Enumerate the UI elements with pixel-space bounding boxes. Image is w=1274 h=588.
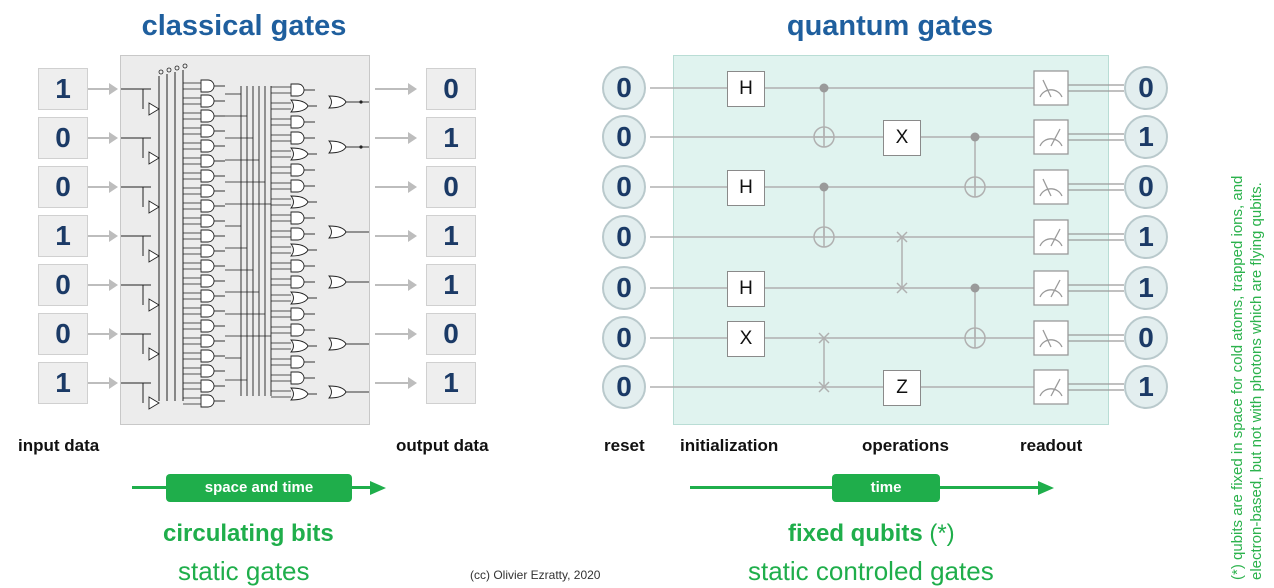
control-dot xyxy=(970,132,980,142)
result-bit: 1 xyxy=(1124,266,1168,310)
fixed-qubits-text: fixed qubits xyxy=(788,520,923,547)
time-label: time xyxy=(832,474,940,502)
output-arrow xyxy=(375,181,417,193)
control-dot xyxy=(819,83,829,93)
output-bit: 1 xyxy=(426,117,476,159)
control-dot xyxy=(970,283,980,293)
classical-title: classical gates xyxy=(141,10,347,42)
classical-circuit-panel xyxy=(120,55,370,425)
input-arrow xyxy=(88,181,118,193)
hadamard-gate: H xyxy=(727,271,765,307)
time-arrow-head xyxy=(1038,481,1054,495)
input-bit: 1 xyxy=(38,215,88,257)
input-arrow xyxy=(88,279,118,291)
static-gates-subtitle: static gates xyxy=(178,556,310,586)
input-bit: 0 xyxy=(38,117,88,159)
x-gate: X xyxy=(883,120,921,156)
operations-label: operations xyxy=(862,436,949,455)
input-bit: 1 xyxy=(38,68,88,110)
result-bit: 1 xyxy=(1124,215,1168,259)
input-bit: 0 xyxy=(38,264,88,306)
hadamard-gate: H xyxy=(727,170,765,206)
reset-qubit: 0 xyxy=(602,365,646,409)
output-arrow xyxy=(375,230,417,242)
output-bit: 1 xyxy=(426,215,476,257)
reset-label: reset xyxy=(604,436,645,455)
logic-circuit-diagram xyxy=(121,63,369,410)
z-gate: Z xyxy=(883,370,921,406)
readout-label: readout xyxy=(1020,436,1083,455)
output-bit: 1 xyxy=(426,264,476,306)
circulating-bits-title: circulating bits xyxy=(163,520,334,547)
initialization-label: initialization xyxy=(680,436,779,455)
footnote-marker: (*) xyxy=(929,520,955,547)
x-gate: X xyxy=(727,321,765,357)
reset-qubit: 0 xyxy=(602,316,646,360)
output-arrow xyxy=(375,132,417,144)
input-arrow xyxy=(88,377,118,389)
reset-qubit: 0 xyxy=(602,66,646,110)
input-arrow xyxy=(88,83,118,95)
input-data-label: input data xyxy=(18,436,100,455)
output-arrow xyxy=(375,279,417,291)
input-bit: 0 xyxy=(38,313,88,355)
space-and-time-label: space and time xyxy=(166,474,352,502)
output-bit: 0 xyxy=(426,68,476,110)
side-footnote-line1: (*) qubits are fixed in space for cold a… xyxy=(1229,175,1246,580)
hadamard-gate: H xyxy=(727,71,765,107)
input-bit: 0 xyxy=(38,166,88,208)
side-footnote: (*) qubits are fixed in space for cold a… xyxy=(1228,0,1266,580)
input-bit: 1 xyxy=(38,362,88,404)
static-controled-gates-subtitle: static controled gates xyxy=(748,556,994,586)
result-bit: 0 xyxy=(1124,165,1168,209)
reset-qubit: 0 xyxy=(602,115,646,159)
output-arrow xyxy=(375,377,417,389)
input-arrow xyxy=(88,230,118,242)
fixed-qubits-title: fixed qubits (*) xyxy=(788,520,955,548)
control-dot xyxy=(819,182,829,192)
output-data-label: output data xyxy=(396,436,489,455)
reset-qubit: 0 xyxy=(602,165,646,209)
result-bit: 0 xyxy=(1124,66,1168,110)
result-bit: 1 xyxy=(1124,365,1168,409)
output-bit: 0 xyxy=(426,166,476,208)
copyright-credit: (cc) Olivier Ezratty, 2020 xyxy=(470,568,601,582)
result-bit: 0 xyxy=(1124,316,1168,360)
input-arrow xyxy=(88,328,118,340)
quantum-title: quantum gates xyxy=(786,10,994,42)
output-bit: 1 xyxy=(426,362,476,404)
input-arrow xyxy=(88,132,118,144)
output-bit: 0 xyxy=(426,313,476,355)
result-bit: 1 xyxy=(1124,115,1168,159)
output-arrow xyxy=(375,83,417,95)
reset-qubit: 0 xyxy=(602,266,646,310)
space-time-arrow-head xyxy=(370,481,386,495)
side-footnote-line2: electron-based, but not with photons whi… xyxy=(1248,182,1265,580)
reset-qubit: 0 xyxy=(602,215,646,259)
output-arrow xyxy=(375,328,417,340)
